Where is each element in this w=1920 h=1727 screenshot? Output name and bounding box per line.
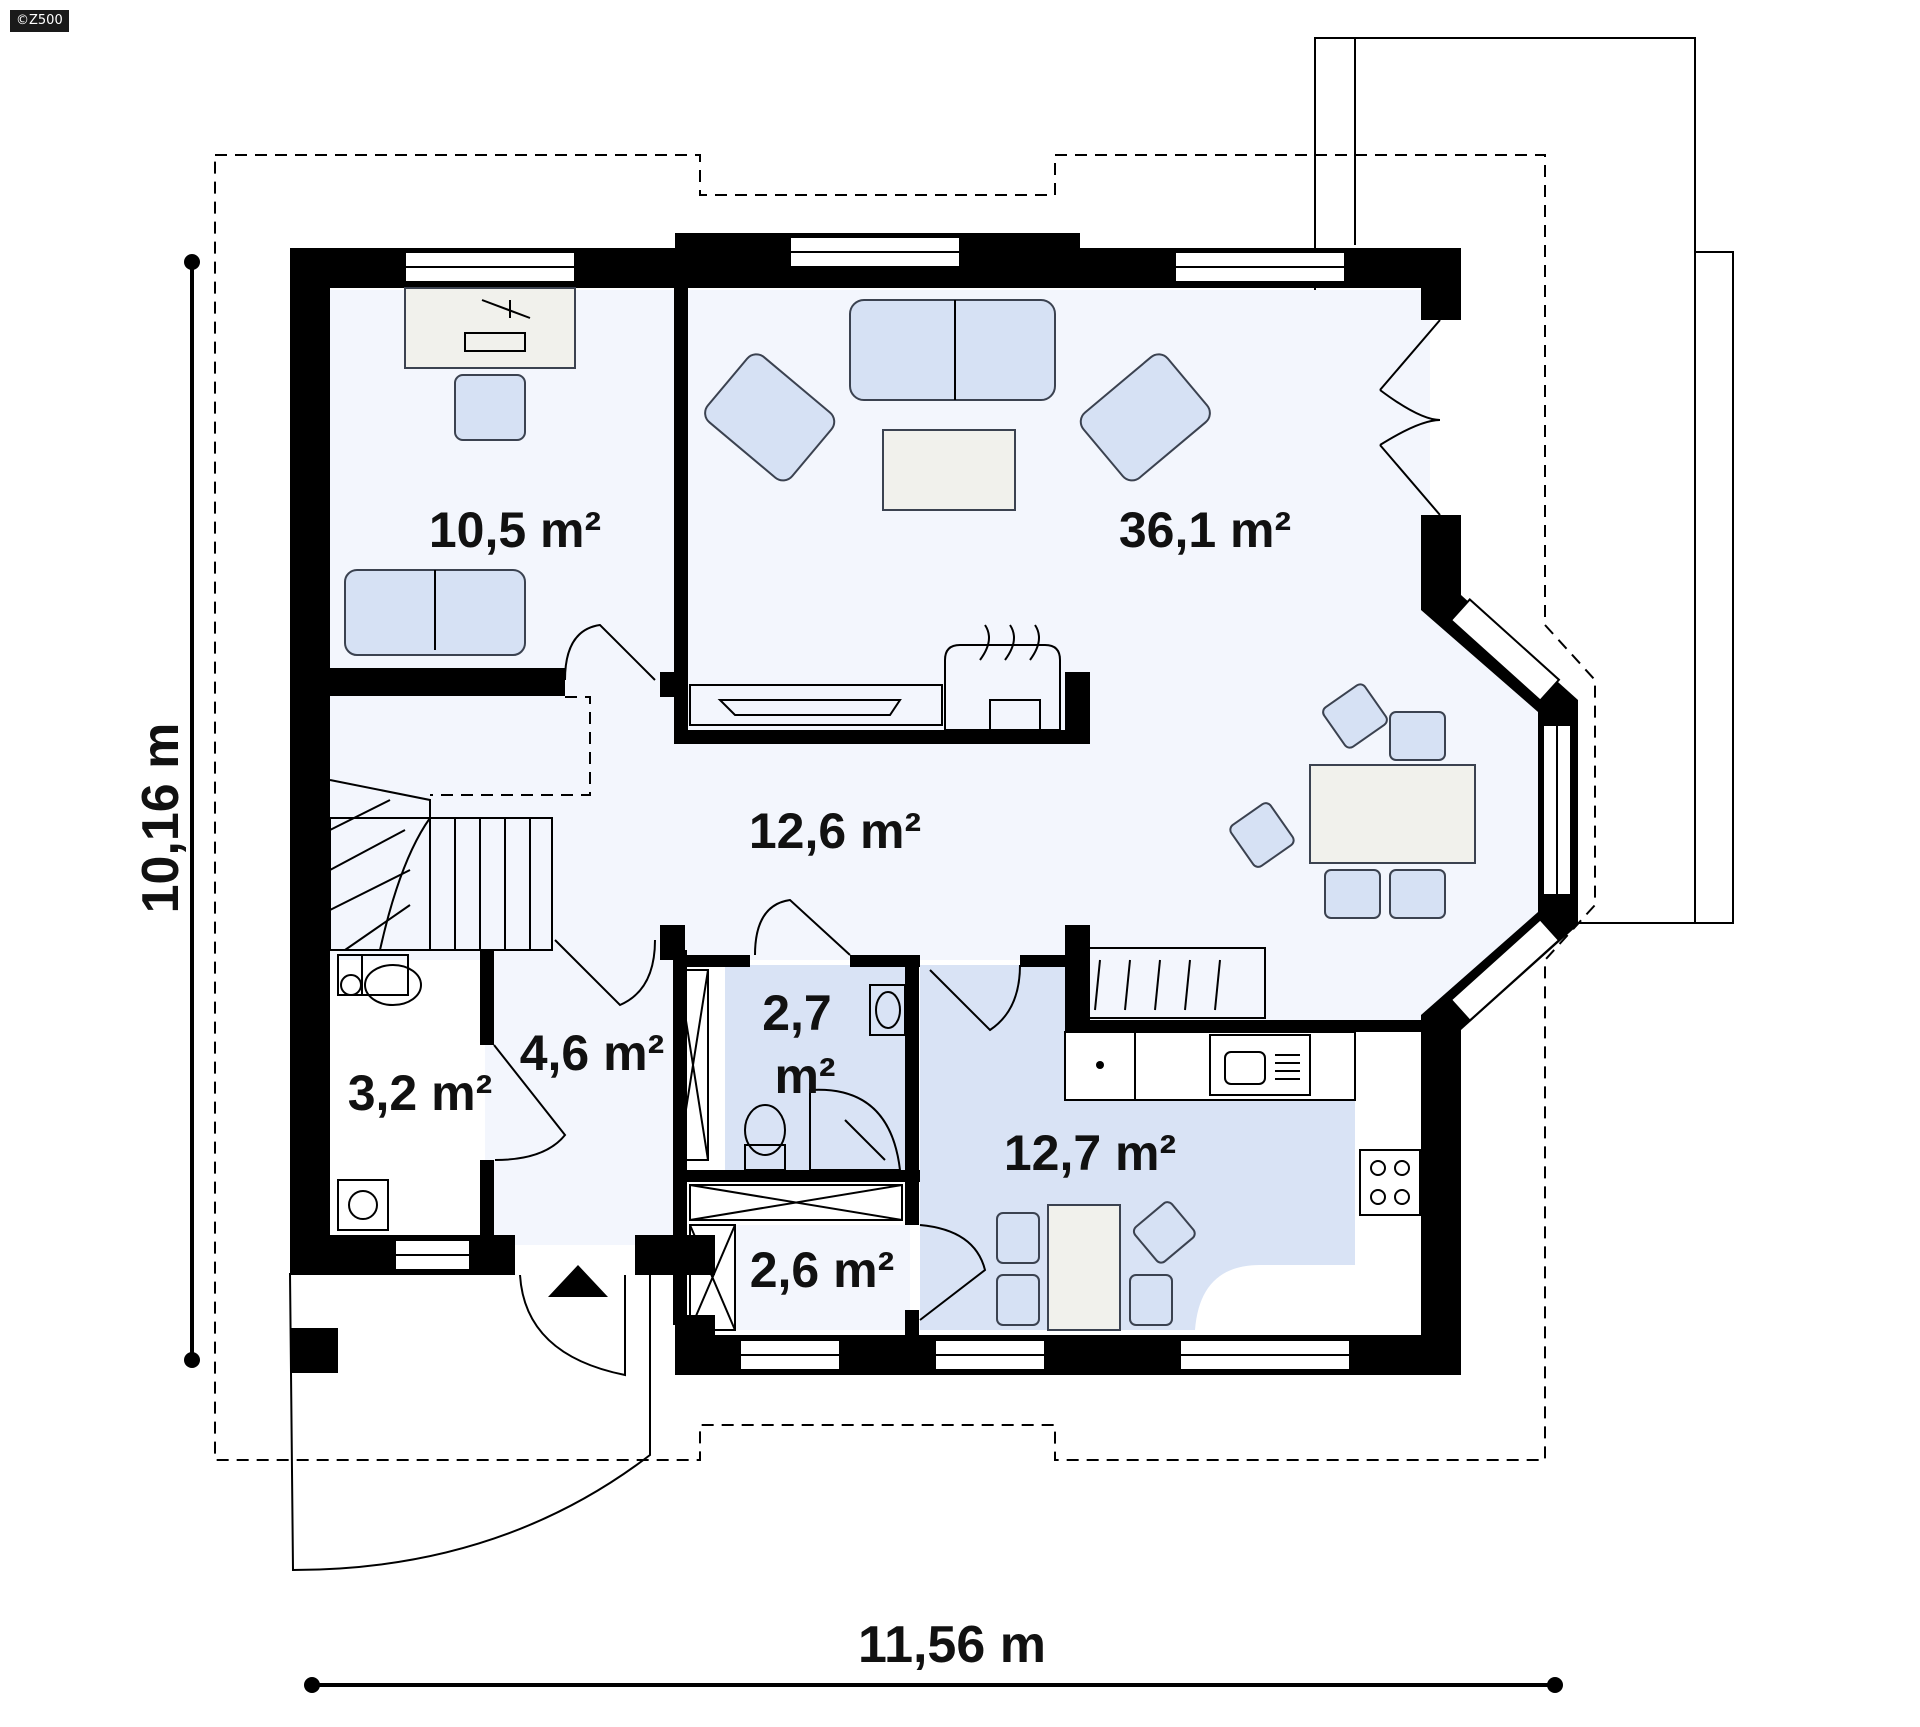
area-wc: 3,2 m² — [348, 1065, 493, 1121]
fireplace-icon — [944, 644, 1061, 731]
door-study — [564, 623, 656, 681]
window-kitchen-bottom-2 — [1179, 1339, 1351, 1371]
sink-icon — [1209, 1034, 1311, 1096]
area-kitchen: 12,7 m² — [1004, 1125, 1176, 1181]
copyright-badge: ©Z500 — [10, 10, 69, 32]
doors — [493, 319, 1441, 1377]
kitchen-fittings — [996, 947, 1421, 1331]
window-pantry-bottom — [739, 1339, 841, 1371]
area-study: 10,5 m² — [429, 502, 601, 558]
door-kitchen — [929, 964, 1021, 1032]
window-bay-lower — [1449, 918, 1561, 1022]
area-living: 36,1 m² — [1119, 502, 1291, 558]
window-study-top — [404, 251, 576, 283]
pantry-shelves — [689, 1184, 903, 1331]
area-hall: 12,6 m² — [749, 803, 921, 859]
door-bathroom — [754, 898, 851, 956]
kitchen-table — [1047, 1204, 1121, 1331]
door-vestibule — [554, 939, 656, 1007]
dimension-width-label: 11,56 m — [858, 1616, 1046, 1674]
study-chair — [454, 374, 526, 441]
terrace-double-door — [1379, 319, 1441, 516]
tv-unit — [689, 684, 943, 726]
staircase — [329, 696, 591, 951]
windows — [394, 236, 1572, 1371]
keyboard-icon — [464, 332, 526, 352]
boiler — [337, 1179, 389, 1231]
area-bathroom-unit: m² — [774, 1048, 835, 1104]
living-furniture — [689, 299, 1211, 731]
floor-bathroom — [725, 965, 905, 1170]
dining-set — [1229, 683, 1476, 919]
floor-pantry — [735, 1225, 910, 1330]
window-bay-upper — [1449, 598, 1561, 702]
area-pantry: 2,6 m² — [750, 1242, 895, 1298]
wc-fittings — [337, 954, 422, 1231]
armchair-right — [1079, 353, 1211, 482]
bathroom-sink — [869, 984, 906, 1036]
door-pantry — [919, 1224, 987, 1321]
bathroom-fittings — [744, 984, 906, 1171]
floor-kitchen — [920, 965, 1065, 1330]
vestibule-wardrobe — [677, 969, 709, 1161]
window-living-top-1 — [789, 236, 961, 268]
coffee-table — [882, 429, 1016, 511]
entrance-door — [519, 1274, 626, 1377]
area-vestibule: 4,6 m² — [520, 1025, 665, 1081]
area-bathroom-value: 2,7 — [762, 985, 832, 1041]
armchair-left — [704, 353, 836, 482]
entrance-arrow-icon — [548, 1265, 608, 1297]
study-furniture — [344, 287, 576, 656]
window-living-top-2 — [1174, 251, 1346, 283]
living-sofa — [849, 299, 1056, 401]
door-wc — [493, 1044, 567, 1161]
dimension-width: 11,56 m — [304, 1616, 1563, 1693]
dimension-height: 10,16 m — [132, 254, 200, 1368]
desk — [404, 287, 576, 369]
bathroom-toilet — [744, 1144, 786, 1171]
floor-vestibule — [485, 950, 685, 1245]
stove-icon — [1359, 1149, 1421, 1216]
window-kitchen-bottom-1 — [934, 1339, 1046, 1371]
dimension-height-label: 10,16 m — [132, 723, 190, 914]
porch — [289, 1272, 651, 1572]
roof-outline — [214, 154, 1596, 1461]
window-bay-middle — [1542, 724, 1572, 896]
upper-cabinets — [1079, 947, 1266, 1019]
dining-table — [1309, 764, 1476, 864]
window-wc-bottom — [394, 1239, 471, 1271]
shower-icon — [809, 1088, 902, 1171]
